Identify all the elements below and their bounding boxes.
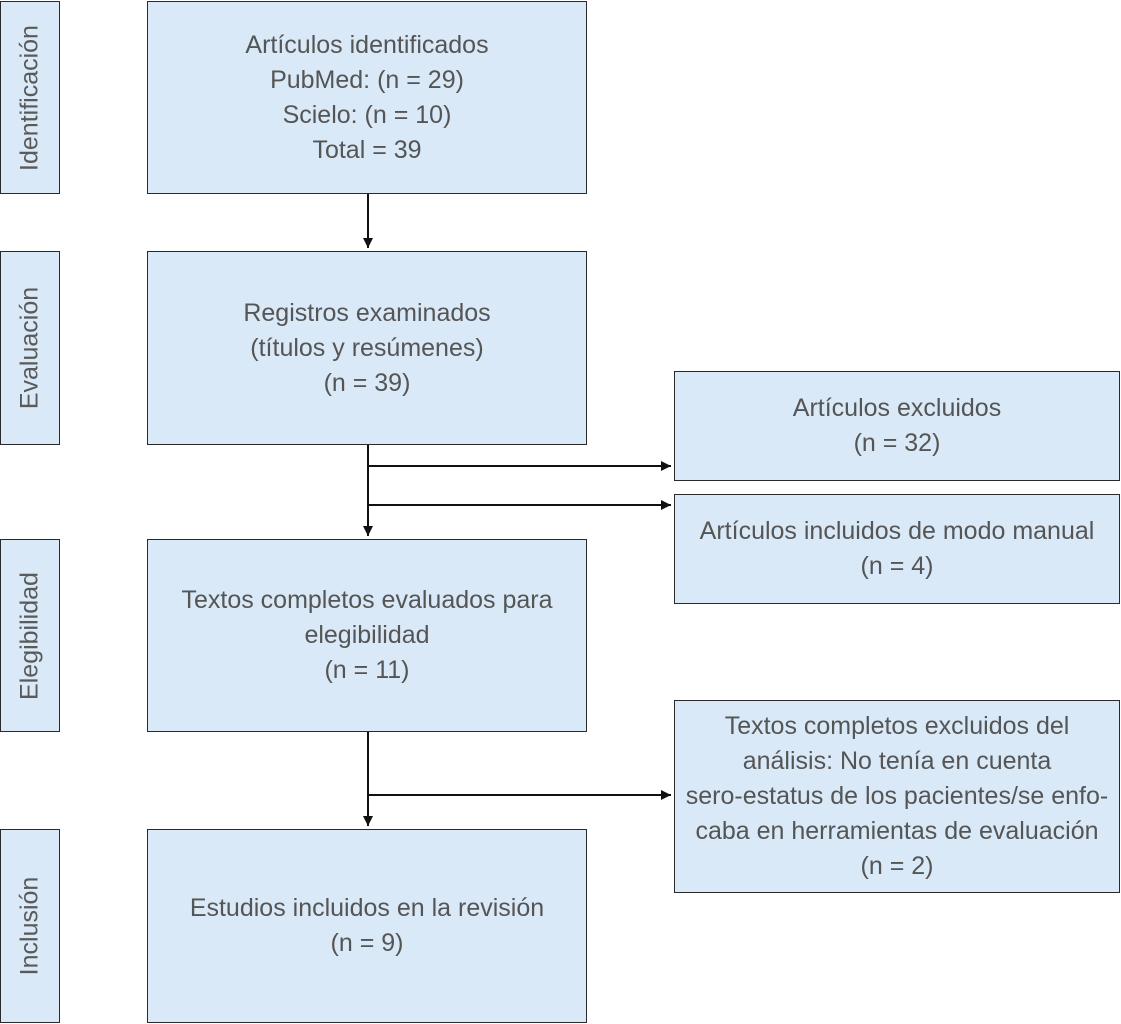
excluded-box: Artículos excluidos (n = 32) (674, 371, 1120, 481)
identified-line-3: Scielo: (n = 10) (282, 100, 452, 129)
eligibility-line-1: Textos completos evaluados para (181, 586, 553, 614)
fulltext-excluded-line-3: sero-estatus de los pacientes/se enfo- (685, 782, 1109, 810)
identified-line-1: Artículos identificados (245, 30, 489, 59)
fulltext-excluded-box: Textos completos excluidos del análisis:… (674, 700, 1120, 893)
fulltext-excluded-line-5: (n = 2) (860, 852, 934, 880)
fulltext-excluded-line-2: análisis: No tenía en cuenta (742, 747, 1052, 775)
included-line-2: (n = 9) (330, 929, 404, 957)
eligibility-line-2: elegibilidad (304, 621, 430, 649)
excluded-line-2: (n = 32) (853, 429, 941, 457)
identified-box: Artículos identificados PubMed: (n = 29)… (147, 1, 587, 194)
included-box: Estudios incluidos en la revisión (n = 9… (147, 829, 587, 1023)
screened-line-3: (n = 39) (323, 368, 411, 397)
manual-line-1: Artículos incluidos de modo manual (699, 517, 1095, 545)
stage-elegibilidad: Elegibilidad (0, 539, 60, 732)
stage-evaluacion: Evaluación (0, 251, 60, 445)
included-line-1: Estudios incluidos en la revisión (189, 894, 545, 922)
excluded-line-1: Artículos excluidos (792, 394, 1002, 422)
eligibility-box: Textos completos evaluados para elegibil… (147, 539, 587, 732)
manual-line-2: (n = 4) (860, 552, 934, 580)
manual-box: Artículos incluidos de modo manual (n = … (674, 494, 1120, 604)
identified-line-2: PubMed: (n = 29) (270, 65, 464, 94)
fulltext-excluded-line-4: caba en herramientas de evaluación (695, 817, 1099, 845)
eligibility-line-3: (n = 11) (324, 656, 410, 684)
stage-identificacion: Identificación (0, 1, 60, 194)
fulltext-excluded-line-1: Textos completos excluidos del (724, 712, 1070, 740)
screened-line-2: (títulos y resúmenes) (250, 333, 484, 362)
screened-line-1: Registros examinados (243, 298, 491, 327)
screened-box: Registros examinados (títulos y resúmene… (147, 251, 587, 445)
stage-inclusion: Inclusión (0, 829, 60, 1023)
identified-line-4: Total = 39 (312, 135, 422, 164)
